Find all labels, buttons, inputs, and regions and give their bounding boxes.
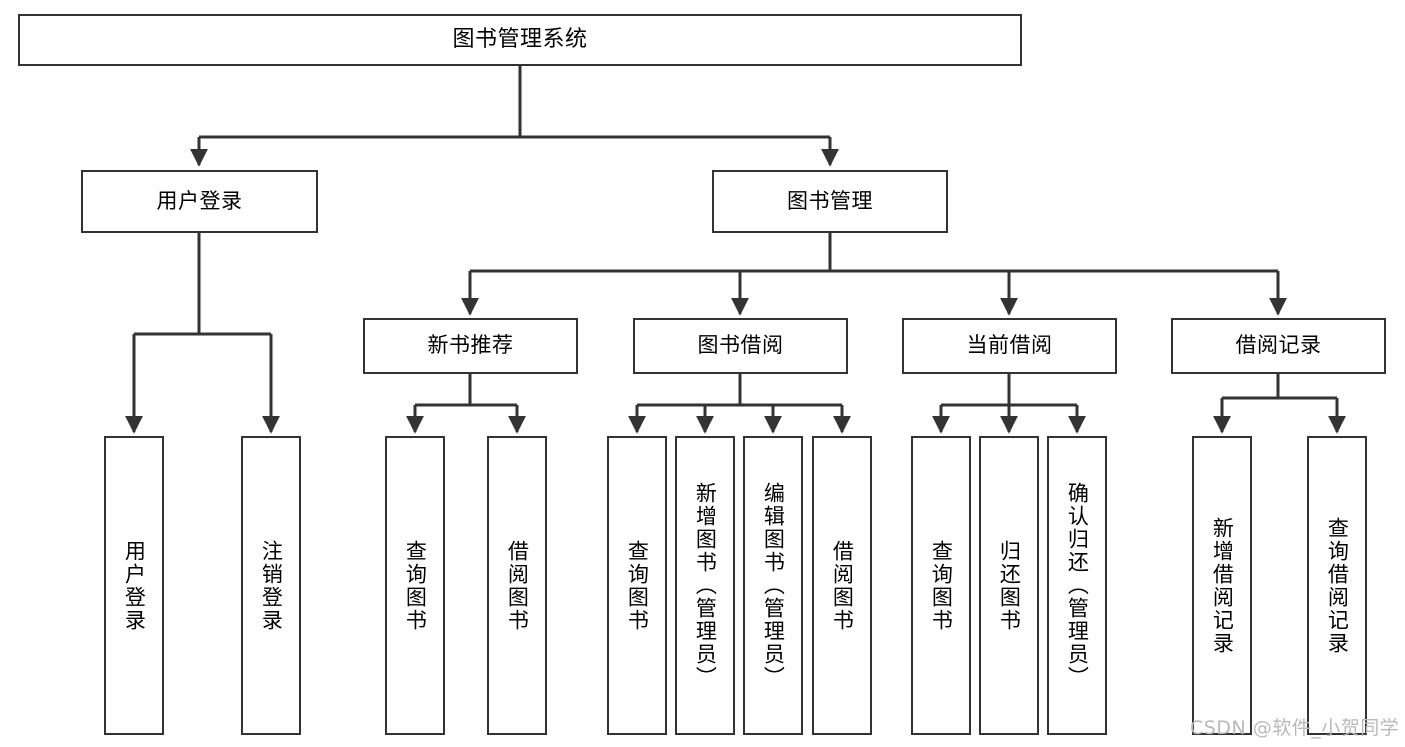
leaf-borrow-book-1-label: 借阅图书 [505, 539, 530, 632]
node-user-login[interactable]: 用户登录 [81, 170, 318, 233]
leaf-borrow-book-1[interactable]: 借阅图书 [487, 436, 547, 735]
leaf-query-record[interactable]: 查询借阅记录 [1307, 436, 1367, 735]
node-current-borrow[interactable]: 当前借阅 [902, 318, 1117, 374]
leaf-borrow-book-2-label: 借阅图书 [830, 539, 855, 632]
leaf-query-book-1-label: 查询图书 [403, 539, 428, 632]
leaf-confirm-return[interactable]: 确认归还（管理员） [1047, 436, 1107, 735]
leaf-edit-book-label: 编辑图书（管理员） [761, 482, 786, 689]
node-new-book-rec-label: 新书推荐 [427, 333, 514, 358]
leaf-return-book-label: 归还图书 [997, 539, 1022, 632]
node-root-system-label: 图书管理系统 [452, 26, 588, 52]
leaf-return-book[interactable]: 归还图书 [979, 436, 1039, 735]
leaf-user-login-label: 用户登录 [122, 539, 147, 632]
leaf-query-book-2-label: 查询图书 [625, 539, 650, 632]
leaf-query-book-3[interactable]: 查询图书 [911, 436, 971, 735]
node-borrow-record[interactable]: 借阅记录 [1171, 318, 1386, 374]
leaf-edit-book[interactable]: 编辑图书（管理员） [743, 436, 803, 735]
node-book-manage-label: 图书管理 [787, 188, 873, 213]
leaf-borrow-book-2[interactable]: 借阅图书 [812, 436, 872, 735]
leaf-confirm-return-label: 确认归还（管理员） [1065, 482, 1090, 689]
node-book-borrow-label: 图书借阅 [697, 333, 784, 358]
leaf-query-book-3-label: 查询图书 [929, 539, 954, 632]
leaf-add-book[interactable]: 新增图书（管理员） [675, 436, 735, 735]
leaf-user-login[interactable]: 用户登录 [104, 436, 164, 735]
node-current-borrow-label: 当前借阅 [966, 333, 1053, 358]
leaf-query-book-1[interactable]: 查询图书 [385, 436, 445, 735]
leaf-add-record[interactable]: 新增借阅记录 [1192, 436, 1252, 735]
leaf-query-book-2[interactable]: 查询图书 [607, 436, 667, 735]
node-book-borrow[interactable]: 图书借阅 [633, 318, 848, 374]
leaf-add-book-label: 新增图书（管理员） [693, 482, 718, 689]
leaf-user-logout[interactable]: 注销登录 [241, 436, 301, 735]
leaf-user-logout-label: 注销登录 [259, 539, 284, 632]
node-root-system[interactable]: 图书管理系统 [18, 14, 1022, 66]
node-user-login-label: 用户登录 [156, 188, 243, 213]
node-new-book-rec[interactable]: 新书推荐 [363, 318, 578, 374]
node-borrow-record-label: 借阅记录 [1235, 333, 1322, 358]
leaf-query-record-label: 查询借阅记录 [1325, 516, 1350, 655]
node-book-manage[interactable]: 图书管理 [712, 170, 948, 233]
csdn-watermark: CSDN @软件_小贺同学 [1190, 717, 1400, 739]
leaf-add-record-label: 新增借阅记录 [1210, 516, 1235, 655]
